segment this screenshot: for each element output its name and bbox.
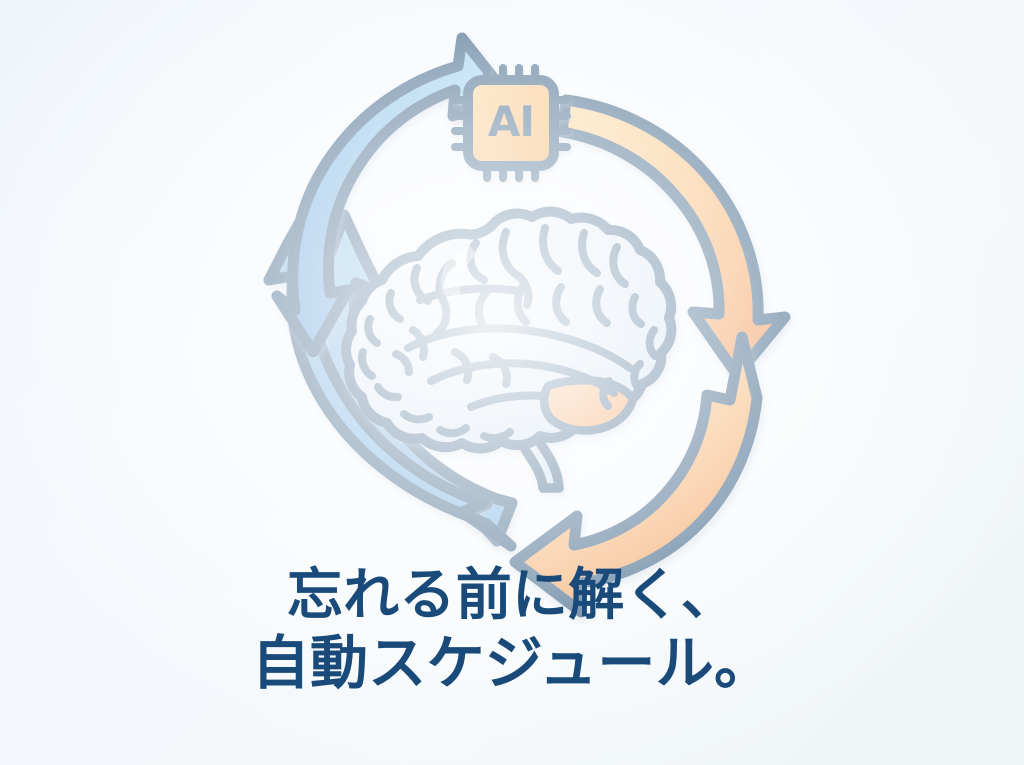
- orange-arrow-segment-upper: [556, 94, 791, 381]
- caption-line-2: 自動スケジュール。: [251, 629, 773, 697]
- caption-line-1: 忘れる前に解く、: [286, 563, 738, 628]
- ai-chip-label: AI: [488, 97, 534, 146]
- orange-arrow-segment-lower: [509, 331, 763, 618]
- ai-chip-icon: AI: [451, 64, 571, 182]
- poster-caption: 忘れる前に解く、 自動スケジュール。: [0, 563, 1024, 697]
- brain-icon: [341, 206, 677, 493]
